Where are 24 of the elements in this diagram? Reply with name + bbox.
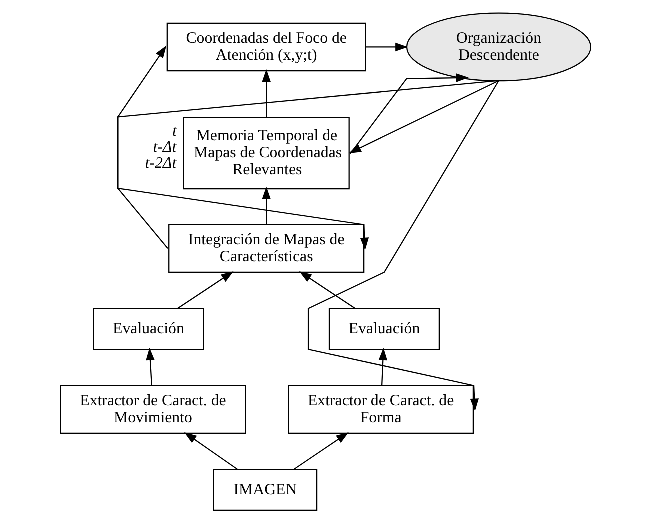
- node-box: Integración de Mapas de Características: [168, 224, 364, 272]
- arrow: [298, 271, 356, 309]
- node-label: t: [172, 122, 176, 140]
- arrow: [117, 45, 168, 248]
- arrow: [262, 186, 270, 224]
- arrow: [262, 69, 270, 117]
- arrow: [293, 432, 348, 470]
- arrow: [378, 347, 388, 385]
- arrow: [366, 42, 408, 52]
- node-label: t-Δt: [152, 138, 176, 156]
- arrow: [184, 432, 238, 470]
- node-box: Evaluación: [328, 308, 440, 350]
- arrow: [177, 271, 234, 309]
- arrow: [307, 80, 499, 411]
- node-box: Memoria Temporal de Mapas de Coordenadas Relevantes: [182, 116, 350, 190]
- node-box: Evaluación: [92, 308, 204, 350]
- node-box: Coordenadas del Foco de Atención (x,y;t): [166, 22, 366, 72]
- node-label: t-2Δt: [144, 154, 176, 172]
- arrow: [350, 73, 468, 154]
- arrow: [146, 347, 154, 385]
- node-box: IMAGEN: [212, 468, 318, 511]
- node-box: Extractor de Caract. de Movimiento: [60, 384, 246, 434]
- node-box: Extractor de Caract. de Forma: [288, 384, 474, 434]
- arrow: [117, 80, 499, 250]
